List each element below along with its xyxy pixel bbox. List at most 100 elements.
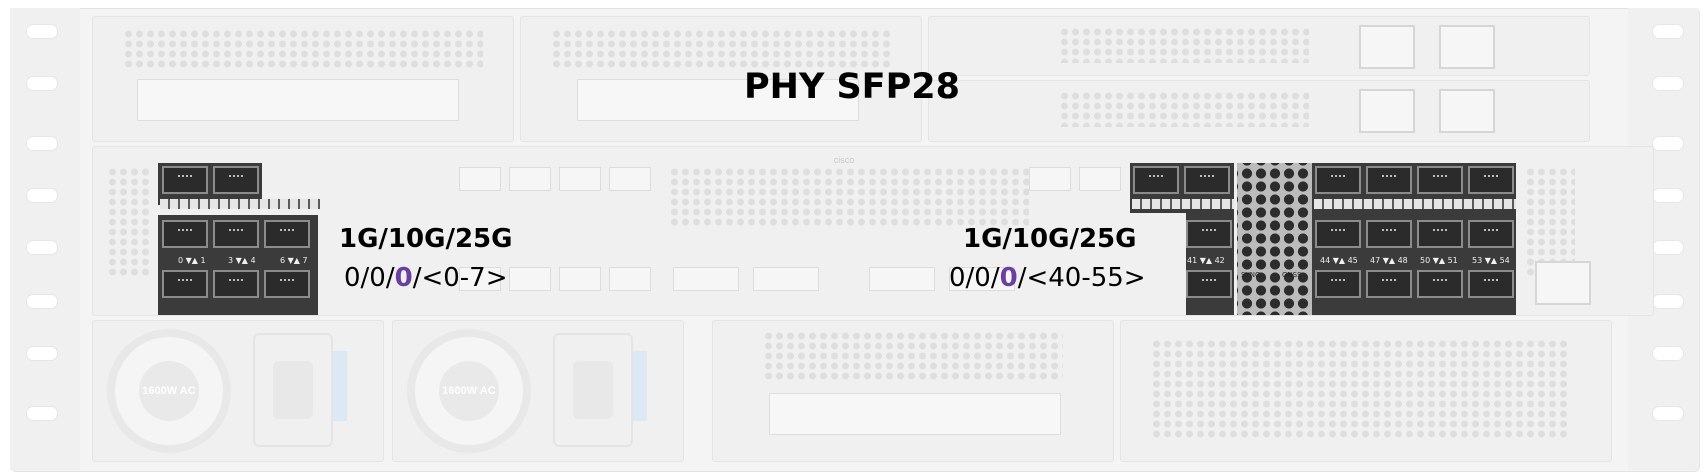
sfp28-port[interactable] bbox=[1417, 166, 1463, 194]
faded-port bbox=[509, 167, 551, 191]
psu-fan-icon: 1600W AC bbox=[107, 329, 231, 453]
sfp28-port[interactable] bbox=[1133, 166, 1179, 194]
faded-port bbox=[753, 267, 819, 291]
sfp28-port[interactable] bbox=[213, 270, 259, 298]
faded-port bbox=[559, 167, 601, 191]
module-slot-top-middle bbox=[520, 16, 922, 142]
group-right-interface-range: 0/0/0/<40-55> bbox=[949, 263, 1146, 293]
sfp28-port[interactable] bbox=[1366, 220, 1412, 248]
sfp28-port[interactable] bbox=[1186, 270, 1232, 298]
path-prefix: 0/0/ bbox=[949, 263, 1000, 293]
sfp28-port[interactable] bbox=[1186, 220, 1232, 248]
vent-mesh bbox=[123, 29, 483, 69]
sfp28-port[interactable] bbox=[1417, 270, 1463, 298]
rack-ear-left bbox=[10, 8, 80, 470]
port-led-strip bbox=[1314, 199, 1516, 209]
rack-slot bbox=[1652, 294, 1684, 309]
port-number-label: 50 ▼▲ 51 bbox=[1420, 256, 1458, 265]
port-led-strip bbox=[160, 199, 320, 209]
vent-mesh bbox=[1059, 27, 1309, 63]
group-right-speed: 1G/10G/25G bbox=[963, 224, 1137, 254]
sfp28-port[interactable] bbox=[1315, 220, 1361, 248]
rack-slot bbox=[26, 294, 58, 309]
rack-slot bbox=[26, 346, 58, 361]
vent-mesh bbox=[1525, 167, 1575, 277]
module-slot-top-left bbox=[92, 16, 514, 142]
sfp28-port[interactable] bbox=[213, 166, 259, 194]
module-slot-bottom bbox=[712, 320, 1114, 462]
power-inlet-socket bbox=[273, 361, 313, 419]
faded-port bbox=[459, 267, 501, 291]
power-inlet-icon bbox=[253, 333, 333, 447]
sfp28-port[interactable] bbox=[1468, 220, 1514, 248]
sfp28-port[interactable] bbox=[1184, 166, 1230, 194]
port-number-label: 47 ▼▲ 48 bbox=[1370, 256, 1408, 265]
faded-port bbox=[949, 267, 1015, 291]
port-number-label: 0 ▼▲ 1 bbox=[178, 256, 206, 265]
rack-slot bbox=[1652, 136, 1684, 151]
psu-rating-label: 1600W AC bbox=[439, 361, 499, 421]
rack-ear-right bbox=[1628, 8, 1698, 470]
sfp28-port[interactable] bbox=[264, 220, 310, 248]
faded-port bbox=[673, 267, 739, 291]
port-number-label: 44 ▼▲ 45 bbox=[1320, 256, 1358, 265]
sfp28-port[interactable] bbox=[1315, 270, 1361, 298]
faded-port bbox=[609, 267, 651, 291]
path-suffix: /<40-55> bbox=[1017, 263, 1146, 293]
sfp28-port[interactable] bbox=[162, 220, 208, 248]
vent-mesh bbox=[551, 29, 891, 69]
sfp28-port[interactable] bbox=[1366, 166, 1412, 194]
mgmt-port bbox=[1439, 25, 1495, 69]
port-cage bbox=[769, 393, 1061, 435]
psu-handle bbox=[633, 351, 647, 421]
psu-rating-label: 1600W AC bbox=[139, 361, 199, 421]
mgmt-port bbox=[1359, 89, 1415, 133]
rack-slot bbox=[1652, 406, 1684, 421]
timing-port bbox=[1535, 261, 1591, 305]
cisco-logo: cisco bbox=[833, 155, 855, 165]
sfp28-port[interactable] bbox=[264, 270, 310, 298]
power-supply-1: 1600W AC bbox=[92, 320, 384, 462]
port-number-label: 6 ▼▲ 7 bbox=[280, 256, 308, 265]
mgmt-port bbox=[1439, 89, 1495, 133]
page-title: PHY SFP28 bbox=[744, 67, 960, 107]
faded-port bbox=[609, 167, 651, 191]
sync-gnss-vent bbox=[1237, 163, 1312, 315]
faded-port bbox=[869, 267, 935, 291]
rack-slot bbox=[1652, 24, 1684, 39]
sfp28-port[interactable] bbox=[162, 270, 208, 298]
fan-tray bbox=[1120, 320, 1612, 462]
sfp28-port[interactable] bbox=[1417, 220, 1463, 248]
power-supply-2: 1600W AC bbox=[392, 320, 684, 462]
sfp28-port[interactable] bbox=[1468, 166, 1514, 194]
group-left-interface-range: 0/0/0/<0-7> bbox=[344, 263, 508, 293]
slot-number: 0 bbox=[999, 263, 1018, 293]
psu-fan-icon: 1600W AC bbox=[407, 329, 531, 453]
path-suffix: /<0-7> bbox=[412, 263, 508, 293]
slot-number: 0 bbox=[394, 263, 413, 293]
faded-port bbox=[1029, 167, 1071, 191]
rack-slot bbox=[26, 188, 58, 203]
faded-port bbox=[559, 267, 601, 291]
rack-slot bbox=[26, 240, 58, 255]
rack-slot bbox=[1652, 76, 1684, 91]
rsp-module-1 bbox=[928, 16, 1590, 76]
vent-mesh bbox=[763, 331, 1063, 381]
sync-label: SYNC bbox=[1241, 271, 1260, 279]
sfp28-port[interactable] bbox=[1366, 270, 1412, 298]
vent-mesh bbox=[1059, 91, 1309, 127]
port-number-label: 41 ▼▲ 42 bbox=[1187, 256, 1225, 265]
sfp28-port[interactable] bbox=[213, 220, 259, 248]
sfp28-port[interactable] bbox=[162, 166, 208, 194]
sfp28-port[interactable] bbox=[1315, 166, 1361, 194]
rack-slot bbox=[26, 24, 58, 39]
sfp28-port[interactable] bbox=[1468, 270, 1514, 298]
rack-slot bbox=[26, 406, 58, 421]
port-number-label: 3 ▼▲ 4 bbox=[228, 256, 256, 265]
faded-port bbox=[459, 167, 501, 191]
faded-port bbox=[1079, 167, 1121, 191]
rack-slot bbox=[1652, 188, 1684, 203]
rack-slot bbox=[1652, 240, 1684, 255]
vent-mesh bbox=[1151, 339, 1571, 439]
group-left-speed: 1G/10G/25G bbox=[339, 224, 513, 254]
